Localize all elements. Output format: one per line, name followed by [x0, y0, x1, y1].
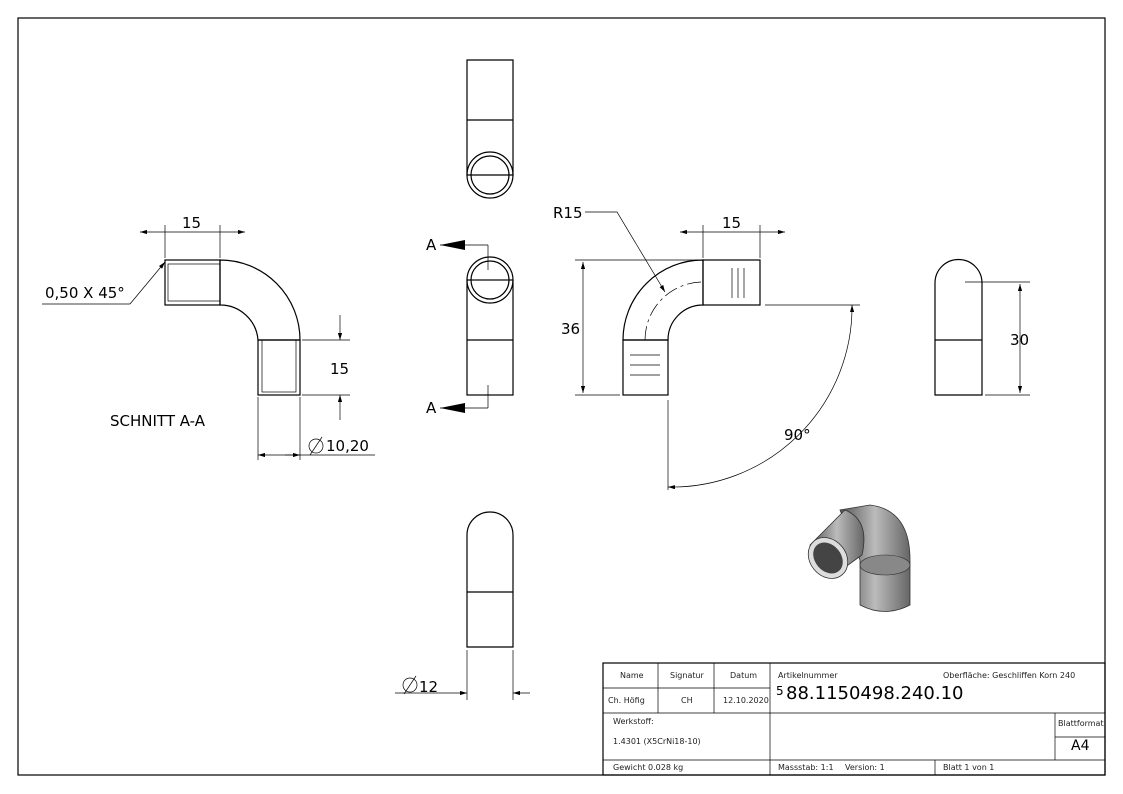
title-block-frame — [602, 662, 1106, 776]
signatur-value: CH — [681, 696, 693, 705]
name-header: Name — [620, 671, 644, 680]
artikelnummer-value: 88.1150498.240.10 — [786, 683, 964, 704]
gewicht: Gewicht 0.028 kg — [613, 763, 684, 772]
version: Version: 1 — [845, 763, 885, 772]
side-height-dim: 30 — [1010, 331, 1029, 349]
angle-dim: 90° — [784, 426, 811, 444]
top-view — [466, 59, 514, 199]
blattformat-value: A4 — [1071, 738, 1090, 754]
oberflaeche: Oberfläche: Geschliffen Korn 240 — [943, 671, 1076, 680]
datum-header: Datum — [730, 671, 758, 680]
section-marker-top: A — [426, 236, 437, 254]
radius-dim: R15 — [553, 204, 583, 222]
chamfer-dim: 0,50 X 45° — [45, 284, 125, 302]
section-diameter-dim: 10,20 — [326, 437, 369, 455]
side-view: 30 — [934, 258, 1030, 396]
section-view: 15 0,50 X 45° 15 10,20 SCHNITT A-A — [42, 214, 375, 460]
massstab: Massstab: 1:1 — [778, 763, 834, 772]
outer-diameter-dim: 12 — [419, 678, 438, 696]
signatur-header: Signatur — [670, 671, 704, 680]
blatt: Blatt 1 von 1 — [943, 763, 995, 772]
datum-value: 12.10.2020 — [723, 696, 769, 705]
isometric-view — [807, 504, 911, 612]
artikelnummer-prefix: 5 — [776, 684, 784, 698]
section-marker-bottom: A — [426, 399, 437, 417]
front-height-dim: 36 — [561, 320, 580, 338]
sheet-border — [17, 17, 1106, 776]
section-leg-dim: 15 — [330, 360, 349, 378]
bottom-view: 12 — [395, 511, 530, 700]
werkstoff-value: 1.4301 (X5CrNi18-10) — [613, 737, 701, 746]
name-value: Ch. Höfig — [608, 696, 645, 705]
artikelnummer-label: Artikelnummer — [778, 671, 838, 680]
middle-view: A A — [426, 236, 514, 417]
section-width-dim: 15 — [182, 214, 201, 232]
section-label: SCHNITT A-A — [110, 412, 206, 430]
blattformat-label: Blattformat — [1058, 719, 1104, 728]
werkstoff-label: Werkstoff: — [613, 717, 654, 726]
front-width-dim: 15 — [722, 214, 741, 232]
front-view: 15 36 R15 90° — [553, 204, 860, 490]
